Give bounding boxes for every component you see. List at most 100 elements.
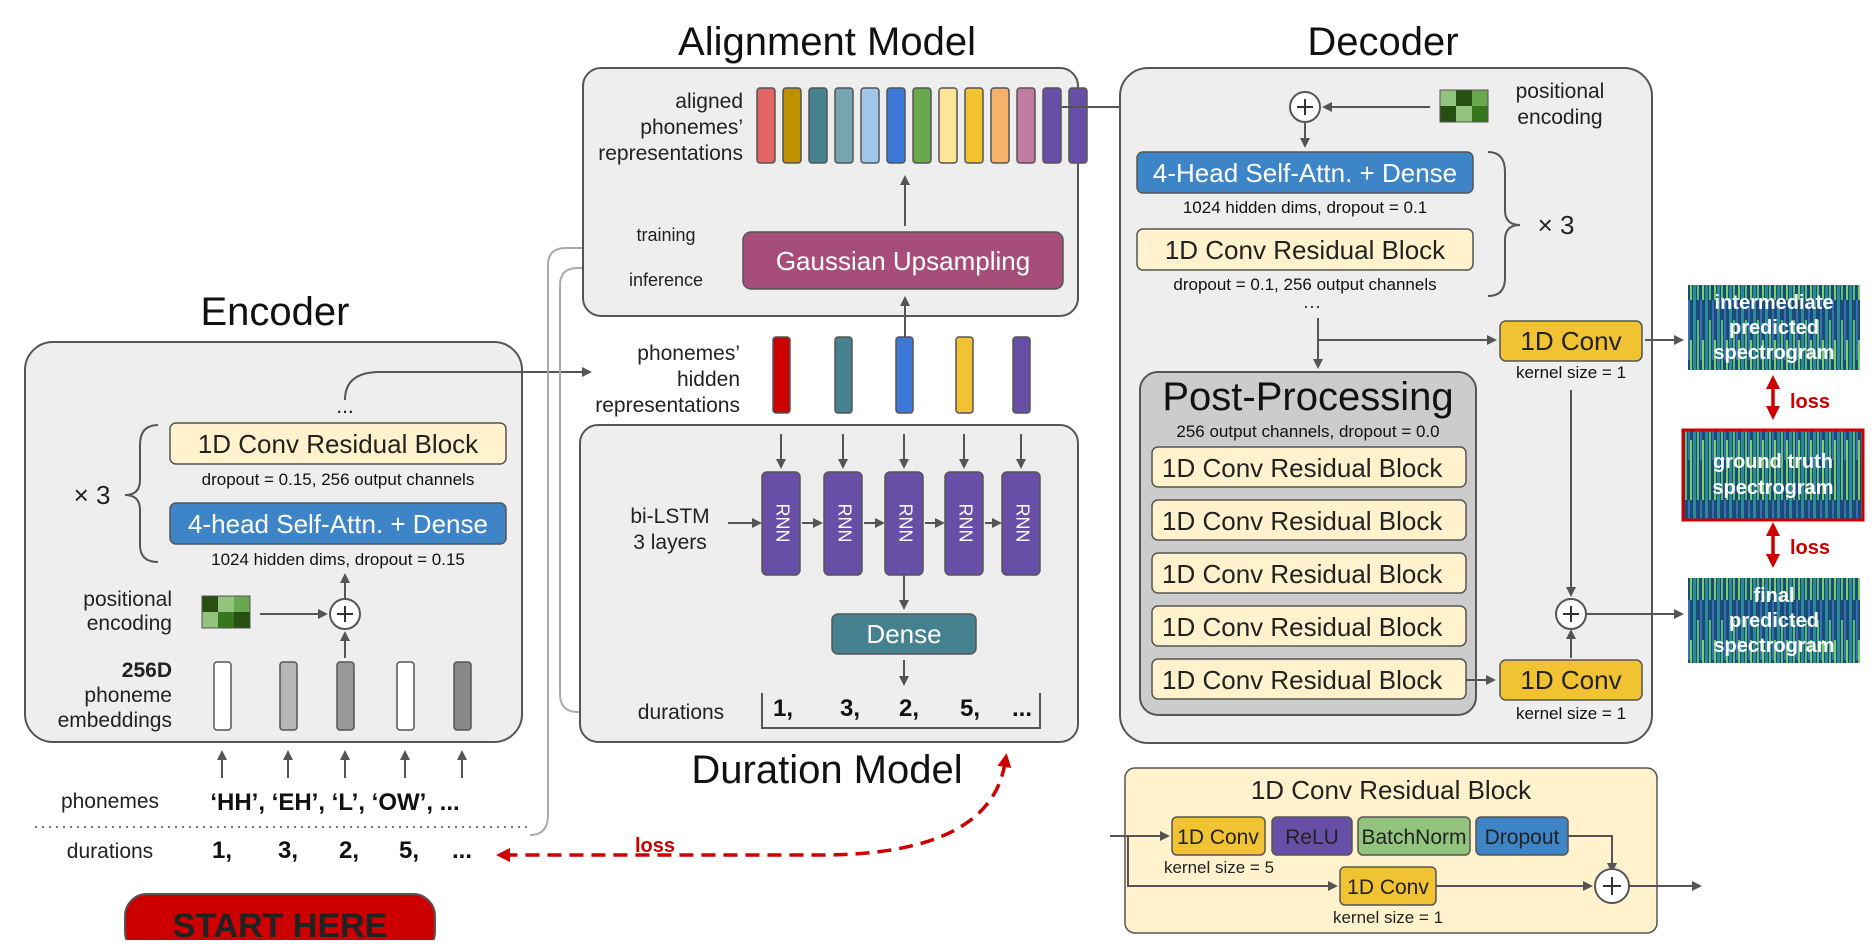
aligned-bar [808,87,828,164]
residual-skip-arrow [1127,836,1338,891]
encoder-brace [124,424,159,563]
decoder-conv-block [1136,228,1474,271]
aligned-label-2: phonemes’ [640,116,743,139]
input-duration: 3, [278,837,298,864]
start-here-button[interactable]: START HERE [124,893,436,945]
input-duration: 5, [399,837,419,864]
input-duration: ... [452,837,472,864]
post-processing-title: Post-Processing [1162,375,1453,419]
residual-block-title: 1D Conv Residual Block [1251,775,1532,805]
decoder-attn-caption: 1024 hidden dims, dropout = 0.1 [1183,198,1427,217]
aligned-bar [860,87,880,164]
decoder-conv-block-label: 1D Conv Residual Block [1165,235,1446,265]
rnn-cell-label: RNN [1012,504,1032,543]
aligned-label-3: representations [598,142,743,165]
decoder-conv2-label: 1D Conv [1520,665,1621,695]
post-processing-blocks: 1D Conv Residual Block 1D Conv Residual B… [1151,446,1467,700]
ground-truth-label-1: ground truth [1713,451,1833,473]
dense-block [831,613,977,655]
post-processing-block-label: 1D Conv Residual Block [1162,453,1443,483]
lstm-label-2: 3 layers [633,531,707,554]
pred-duration: 3, [840,695,860,722]
training-label: training [636,225,695,245]
aligned-bar [834,87,854,164]
dense-label: Dense [866,619,941,649]
residual-batchnorm-label: BatchNorm [1361,826,1466,849]
start-here-label: START HERE [173,907,388,940]
hidden-bar [1012,336,1031,414]
decoder-conv2-block [1499,659,1643,701]
final-plus-glyph [1563,606,1579,622]
hidden-bar [834,336,853,414]
hidden-label-3: representations [595,394,740,417]
decoder-conv1-label: 1D Conv [1520,326,1621,356]
decoder-conv2-caption: kernel size = 1 [1516,704,1626,723]
duration-loss-label: loss [635,835,675,857]
aligned-bar [1068,87,1088,164]
encoder-conv-caption: dropout = 0.15, 256 output channels [202,470,475,489]
pred-duration: 1, [773,695,793,722]
decoder-plus-glyph [1297,99,1313,115]
encoder-emb-label-2: phoneme [84,684,172,707]
post-processing-block-label: 1D Conv Residual Block [1162,506,1443,536]
encoder-input-arrows [217,750,467,778]
residual-main-to-add [1568,835,1617,873]
inference-label: inference [629,270,703,290]
rnn-cell [1001,471,1041,576]
duration-title: Duration Model [691,748,962,792]
pred-duration: 5, [960,695,980,722]
encoder-output-arrow [344,367,592,401]
decoder-attn-block-label: 4-Head Self-Attn. + Dense [1153,158,1457,188]
encoder-title: Encoder [201,290,350,334]
embedding-bar [453,661,472,731]
encoder-emb-label-1: 256D [122,659,172,682]
residual-conv-a [1171,816,1266,856]
encoder-emb-label-3: embeddings [58,709,172,732]
encoder-pos-enc-label-1: positional [83,588,172,611]
gaussian-upsampling-label: Gaussian Upsampling [776,246,1030,276]
final-label-1: final [1753,585,1794,607]
embedding-bar [213,661,232,731]
decoder-title: Decoder [1307,20,1458,64]
final-label-3: spectrogram [1713,635,1834,657]
post-processing-block-label: 1D Conv Residual Block [1162,559,1443,589]
alignment-title: Alignment Model [678,20,976,64]
phonemes-label: phonemes [61,790,159,813]
aligned-bar [964,87,984,164]
hidden-bar [955,336,974,414]
aligned-bar [938,87,958,164]
hidden-label-1: phonemes’ [637,342,740,365]
aligned-bar [990,87,1010,164]
intermediate-label-2: predicted [1729,317,1819,339]
encoder-plus-glyph [337,606,353,622]
encoder-times: × 3 [74,480,111,510]
ground-truth-spectrogram: ground truth spectrogram [1681,428,1865,522]
aligned-bar [782,87,802,164]
aligned-bar [1042,87,1062,164]
durations-label: durations [67,840,153,863]
durations-bracket [761,693,1041,729]
decoder-pos-enc-label-1: positional [1516,80,1605,103]
rnn-cell [761,471,801,576]
hidden-to-rnn-arrows [776,434,1026,469]
residual-conv-a-label: 1D Conv [1177,826,1259,849]
residual-relu [1271,816,1353,856]
encoder-pos-enc-label-2: encoding [87,612,172,635]
rnn-cell-label: RNN [955,504,975,543]
post-processing-block [1151,446,1467,488]
encoder-ellipsis: ... [336,395,354,418]
pred-duration: ... [1012,695,1032,722]
rnn-cell [823,471,863,576]
residual-relu-label: ReLU [1285,826,1339,849]
residual-conv-a-caption: kernel size = 5 [1164,858,1274,877]
decoder-brace [1487,151,1521,297]
embedding-bar [396,661,415,731]
encoder-attn-block [169,502,507,545]
hidden-label-2: hidden [677,368,740,391]
hidden-representations [772,336,1031,414]
encoder-attn-block-label: 4-head Self-Attn. + Dense [188,509,488,539]
input-duration: 2, [339,837,359,864]
duration-durations-label: durations [638,701,724,724]
